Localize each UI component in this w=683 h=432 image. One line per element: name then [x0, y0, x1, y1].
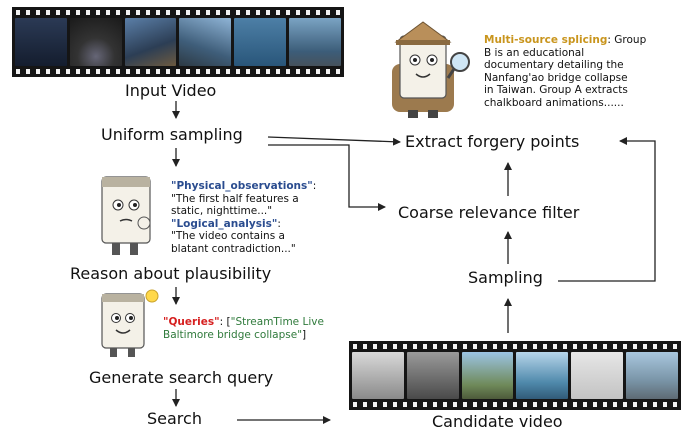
logical-analysis-line-2: blatant contradiction..."	[171, 242, 296, 255]
reason-plausibility-label: Reason about plausibility	[70, 264, 272, 283]
multi-source-splicing-key: Multi-source splicing	[484, 34, 608, 46]
candidate-frame-3	[461, 352, 514, 399]
arrow-sampling-loop-to-extract	[558, 137, 656, 282]
query-line-1: "StreamTime Live	[230, 316, 324, 328]
physical-observations-key: "Physical_observations"	[171, 180, 313, 192]
splicing-line-4: Nanfang'ao bridge collapse	[484, 71, 628, 84]
candidate-video-label: Candidate video	[432, 412, 563, 431]
physical-observations-line-1: "The first half features a	[171, 192, 299, 205]
candidate-frame-4	[516, 352, 569, 399]
uniform-sampling-label: Uniform sampling	[101, 125, 243, 144]
input-frame-5	[234, 18, 287, 66]
input-frame-6	[289, 18, 341, 66]
candidate-frame-1	[352, 352, 404, 399]
input-frame-4	[179, 18, 232, 66]
input-frame-3	[124, 18, 177, 66]
sampling-label: Sampling	[468, 268, 543, 287]
query-annotation: "Queries": ["StreamTime Live Baltimore b…	[163, 316, 324, 341]
splicing-line-2: B is an educational	[484, 46, 585, 59]
query-line-2: Baltimore bridge collapse"	[163, 328, 303, 341]
logical-analysis-key: "Logical_analysis"	[171, 217, 278, 230]
splicing-line-5: in Taiwan. Group A extracts	[484, 84, 628, 96]
arrow-sampling-to-filter	[268, 144, 386, 211]
logical-analysis-line-1: "The video contains a	[171, 230, 285, 242]
candidate-frame-6	[626, 352, 678, 399]
candidate-video-filmstrip	[349, 341, 681, 410]
queries-key: "Queries"	[163, 316, 220, 328]
splicing-line-3: documentary detailing the	[484, 59, 624, 71]
splicing-annotation: Multi-source splicing: Group B is an edu…	[484, 34, 647, 109]
detective-mascot-icon	[392, 21, 470, 118]
splicing-line-6: chalkboard animations......	[484, 96, 624, 109]
input-frame-1	[15, 18, 67, 66]
idea-book-mascot-icon	[101, 289, 159, 357]
input-video-filmstrip	[12, 7, 344, 77]
generate-search-query-label: Generate search query	[89, 368, 274, 387]
thinking-book-mascot-icon	[101, 176, 151, 255]
arrow-sampling-to-extract	[267, 136, 401, 146]
search-label: Search	[147, 409, 202, 428]
physical-observations-line-2: static, nighttime..."	[171, 205, 273, 217]
reasoning-annotation: "Physical_observations": "The first half…	[171, 180, 317, 255]
input-video-label: Input Video	[125, 81, 217, 100]
candidate-frame-5	[571, 352, 624, 399]
candidate-frame-2	[406, 352, 459, 399]
coarse-relevance-filter-label: Coarse relevance filter	[398, 203, 580, 222]
extract-forgery-points-label: Extract forgery points	[405, 132, 580, 151]
input-frame-2	[69, 18, 122, 66]
